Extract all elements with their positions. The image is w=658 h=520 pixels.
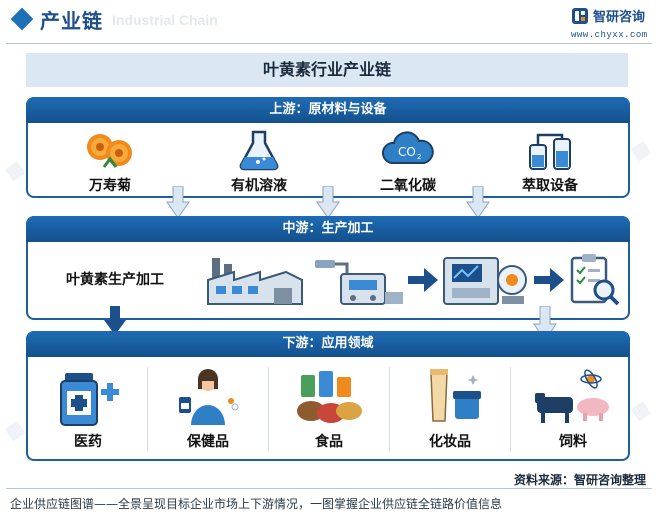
downstream-item-food: 食品 <box>279 367 379 451</box>
page-title: 产业链 <box>40 9 103 33</box>
watermark-mark: ▦ <box>627 137 653 164</box>
downstream-item-label: 医药 <box>74 434 102 450</box>
midstream-heading: 中游：生产加工 <box>26 216 630 242</box>
upstream-heading: 上游：原材料与设备 <box>26 97 630 123</box>
downstream-item-label: 食品 <box>315 434 343 450</box>
cosmetics-icon <box>430 369 481 422</box>
header-watermark-text: Industrial Chain <box>112 12 218 28</box>
livestock-feed-icon <box>535 369 609 423</box>
column-divider <box>268 367 269 451</box>
watermark-mark: ▦ <box>627 397 653 424</box>
flow-down-arrow-icon <box>166 186 190 219</box>
header-divider <box>6 43 652 44</box>
upstream-item-flask: 有机溶液 <box>214 129 304 195</box>
watermark-mark: ▦ <box>1 417 27 444</box>
column-divider <box>147 367 148 451</box>
flow-down-arrow-icon <box>104 306 126 335</box>
upstream-section: 上游：原材料与设备 万寿菊 有机溶液 CO 2 <box>26 97 630 198</box>
diagram-title: 叶黄素行业产业链 <box>26 53 628 87</box>
factory-icon <box>207 258 303 305</box>
downstream-heading: 下游：应用领域 <box>26 331 630 357</box>
downstream-item-supplement: 保健品 <box>158 367 258 451</box>
brand-url: www.chyxx.com <box>571 30 648 40</box>
footer-divider <box>6 488 652 489</box>
upstream-item-label: 有机溶液 <box>231 178 287 194</box>
downstream-item-label: 保健品 <box>187 434 229 450</box>
midstream-section: 中游：生产加工 叶黄素生产加工 <box>26 216 630 320</box>
medicine-bottle-icon <box>60 373 119 426</box>
downstream-section: 下游：应用领域 医药 保健品 <box>26 331 630 461</box>
process-arrow-icon <box>408 268 438 292</box>
downstream-item-label: 饲料 <box>559 434 587 450</box>
footer-caption: 企业供应链图谱——全景呈现目标企业市场上下游情况，一图掌握企业供应链全链路价值信… <box>10 497 503 511</box>
quality-checklist-icon <box>570 254 620 306</box>
watermark-mark: ▦ <box>1 157 27 184</box>
flow-down-arrow-icon <box>316 186 340 219</box>
midstream-label: 叶黄素生产加工 <box>66 272 164 288</box>
svg-text:CO: CO <box>398 145 416 159</box>
upstream-item-co2: CO 2 二氧化碳 <box>363 129 453 195</box>
svg-text:2: 2 <box>417 153 421 161</box>
upstream-item-extraction: 萃取设备 <box>505 129 595 195</box>
flow-down-arrow-icon <box>466 186 490 219</box>
column-divider <box>510 367 511 451</box>
diamond-icon <box>10 7 34 31</box>
health-supplement-icon <box>179 369 239 425</box>
upstream-item-label: 万寿菊 <box>89 178 131 194</box>
brand-logo-icon <box>572 8 588 24</box>
downstream-item-label: 化妆品 <box>429 434 471 450</box>
upstream-item-label: 二氧化碳 <box>380 178 436 194</box>
control-machine-icon <box>443 257 527 305</box>
upstream-item-label: 萃取设备 <box>522 178 578 194</box>
source-note: 资料来源：智研咨询整理 <box>513 473 646 487</box>
marigold-icon <box>87 134 132 168</box>
co2-cloud-icon: CO 2 <box>382 131 434 164</box>
process-arrow-icon <box>534 268 564 292</box>
extraction-equipment-icon <box>529 133 571 170</box>
upstream-item-marigold: 万寿菊 <box>70 129 150 195</box>
food-icon <box>297 371 362 423</box>
downstream-item-cosmetics: 化妆品 <box>400 367 500 451</box>
column-divider <box>389 367 390 451</box>
flask-icon <box>239 130 279 171</box>
downstream-item-medicine: 医药 <box>38 367 138 451</box>
downstream-item-feed: 饲料 <box>521 367 625 451</box>
processing-machine-icon <box>315 260 403 305</box>
brand-name: 智研咨询 <box>593 10 646 25</box>
page-header: 产业链 Industrial Chain 智研咨询 www.chyxx.com <box>0 0 658 44</box>
